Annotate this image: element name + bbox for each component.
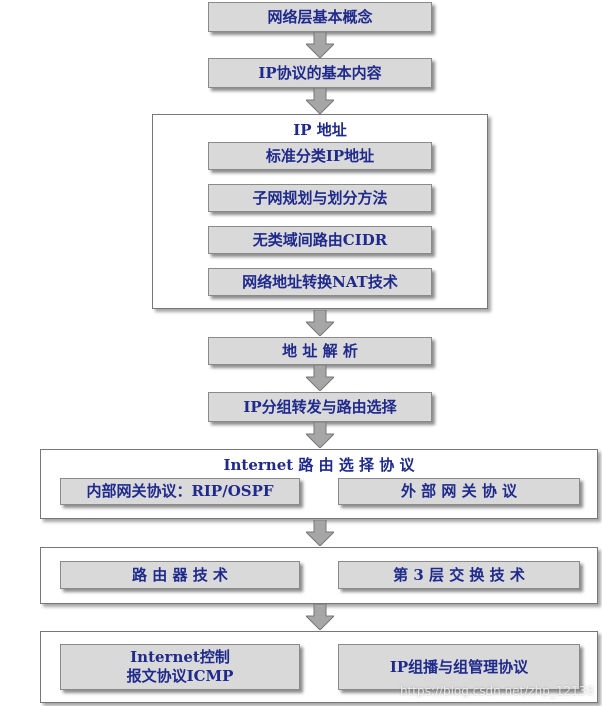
node-network-layer-basics: 网络层基本概念: [208, 2, 432, 32]
down-arrow-icon: [306, 32, 334, 58]
node-standard-ip-address: 标准分类IP地址: [208, 142, 432, 170]
node-ip-forwarding: IP分组转发与路由选择: [208, 392, 432, 422]
node-layer3-switch: 第 3 层 交 换 技 术: [338, 561, 580, 589]
down-arrow-icon: [306, 310, 334, 336]
down-arrow-icon: [306, 604, 334, 630]
node-nat: 网络地址转换NAT技术: [208, 268, 432, 296]
node-router-tech: 路 由 器 技 术: [60, 561, 300, 589]
down-arrow-icon: [306, 422, 334, 448]
node-subnet-planning: 子网规划与划分方法: [208, 184, 432, 212]
node-icmp: Internet控制 报文协议ICMP: [60, 644, 300, 690]
down-arrow-icon: [306, 520, 334, 546]
watermark: https://blog.csdn.net/zhp_12138: [399, 684, 594, 698]
node-exterior-gateway: 外 部 网 关 协 议: [338, 478, 580, 505]
down-arrow-icon: [306, 365, 334, 391]
routing-protocols-title: Internet 路 由 选 择 协 议: [223, 456, 415, 474]
down-arrow-icon: [306, 88, 334, 114]
node-address-resolution: 地 址 解 析: [208, 337, 432, 365]
node-ip-protocol-basics: IP协议的基本内容: [208, 58, 432, 88]
node-interior-gateway: 内部网关协议：RIP/OSPF: [60, 478, 300, 505]
ip-address-group-title: IP 地址: [293, 121, 347, 139]
node-multicast: IP组播与组管理协议: [338, 644, 580, 690]
node-cidr: 无类域间路由CIDR: [208, 226, 432, 254]
